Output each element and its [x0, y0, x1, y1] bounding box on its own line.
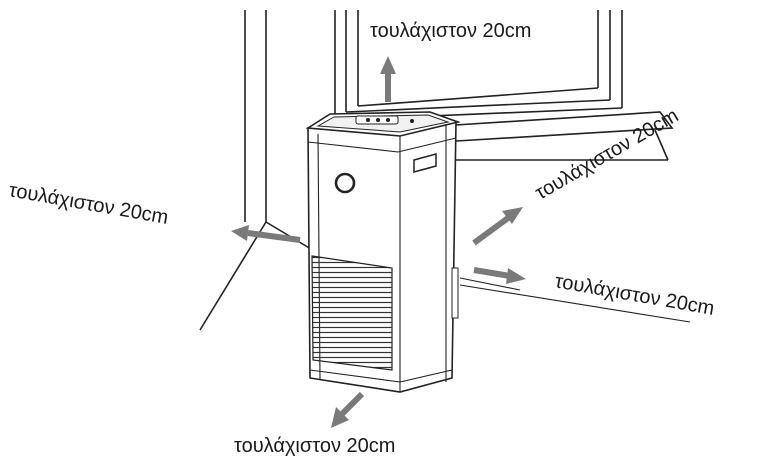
arrow-back-right: [472, 207, 523, 246]
arrow-right: [473, 267, 526, 284]
room-walls: [199, 10, 691, 331]
air-purifier: [305, 111, 461, 393]
label-right: τουλάχιστον 20cm: [553, 270, 716, 320]
label-front: τουλάχιστον 20cm: [234, 435, 395, 457]
window-frame: [334, 10, 674, 161]
power-ring-icon[interactable]: [334, 172, 356, 194]
arrow-front: [331, 391, 365, 428]
arrow-top: [380, 56, 396, 102]
label-top: τουλάχιστον 20cm: [370, 20, 531, 42]
air-intake-grille: [311, 255, 393, 371]
arrow-left: [231, 225, 301, 243]
clearance-arrows: [231, 56, 526, 428]
handle-slot-icon: [413, 153, 437, 173]
label-left: τουλάχιστον 20cm: [7, 179, 170, 229]
control-panel: [355, 115, 414, 125]
